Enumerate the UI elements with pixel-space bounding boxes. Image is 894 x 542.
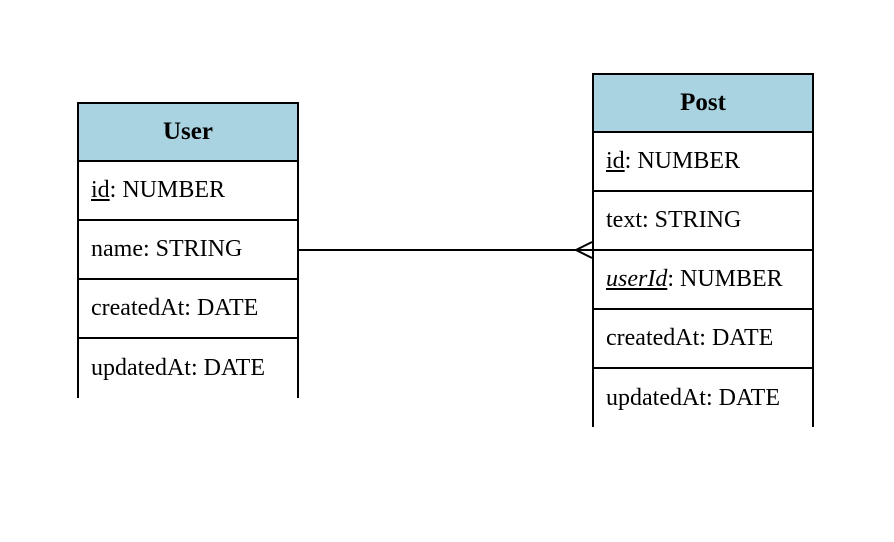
user-field-createdat[interactable]: createdAt: DATE xyxy=(79,280,297,339)
crow-foot-marker xyxy=(573,241,593,259)
user-field-updatedat[interactable]: updatedAt: DATE xyxy=(79,339,297,398)
post-field-userid[interactable]: userId: NUMBER xyxy=(594,251,812,310)
user-field-updatedat-name: updatedAt xyxy=(91,355,191,381)
user-field-updatedat-type: : DATE xyxy=(190,355,265,381)
post-field-userid-type: : NUMBER xyxy=(667,266,783,292)
post-entity[interactable]: Post id: NUMBER text: STRING userId: NUM… xyxy=(592,73,814,428)
post-field-updatedat-name: updatedAt xyxy=(606,385,706,411)
user-field-name-type: : STRING xyxy=(142,236,243,262)
user-field-id[interactable]: id: NUMBER xyxy=(79,162,297,221)
user-entity[interactable]: User id: NUMBER name: STRING createdAt: … xyxy=(77,102,299,398)
post-field-id-type: : NUMBER xyxy=(624,148,741,174)
user-field-id-type: : NUMBER xyxy=(109,177,226,203)
post-field-createdat-type: : DATE xyxy=(699,325,774,351)
user-field-id-name: id xyxy=(91,177,110,203)
post-field-createdat[interactable]: createdAt: DATE xyxy=(594,310,812,369)
user-field-createdat-type: : DATE xyxy=(184,295,259,321)
post-field-text-name: text xyxy=(606,207,642,233)
user-field-createdat-name: createdAt xyxy=(91,295,185,321)
post-field-text-type: : STRING xyxy=(642,207,742,233)
user-field-name-name: name xyxy=(91,236,143,262)
user-entity-header: User xyxy=(79,104,297,162)
post-field-updatedat[interactable]: updatedAt: DATE xyxy=(594,369,812,428)
post-field-id-name: id xyxy=(606,148,625,174)
post-field-userid-name: userId xyxy=(606,266,668,292)
post-entity-title: Post xyxy=(680,89,726,116)
user-field-name[interactable]: name: STRING xyxy=(79,221,297,280)
post-field-text[interactable]: text: STRING xyxy=(594,192,812,251)
post-field-updatedat-type: : DATE xyxy=(705,385,780,411)
post-entity-header: Post xyxy=(594,75,812,133)
post-field-id[interactable]: id: NUMBER xyxy=(594,133,812,192)
user-entity-title: User xyxy=(163,118,213,145)
post-field-createdat-name: createdAt xyxy=(606,325,700,351)
